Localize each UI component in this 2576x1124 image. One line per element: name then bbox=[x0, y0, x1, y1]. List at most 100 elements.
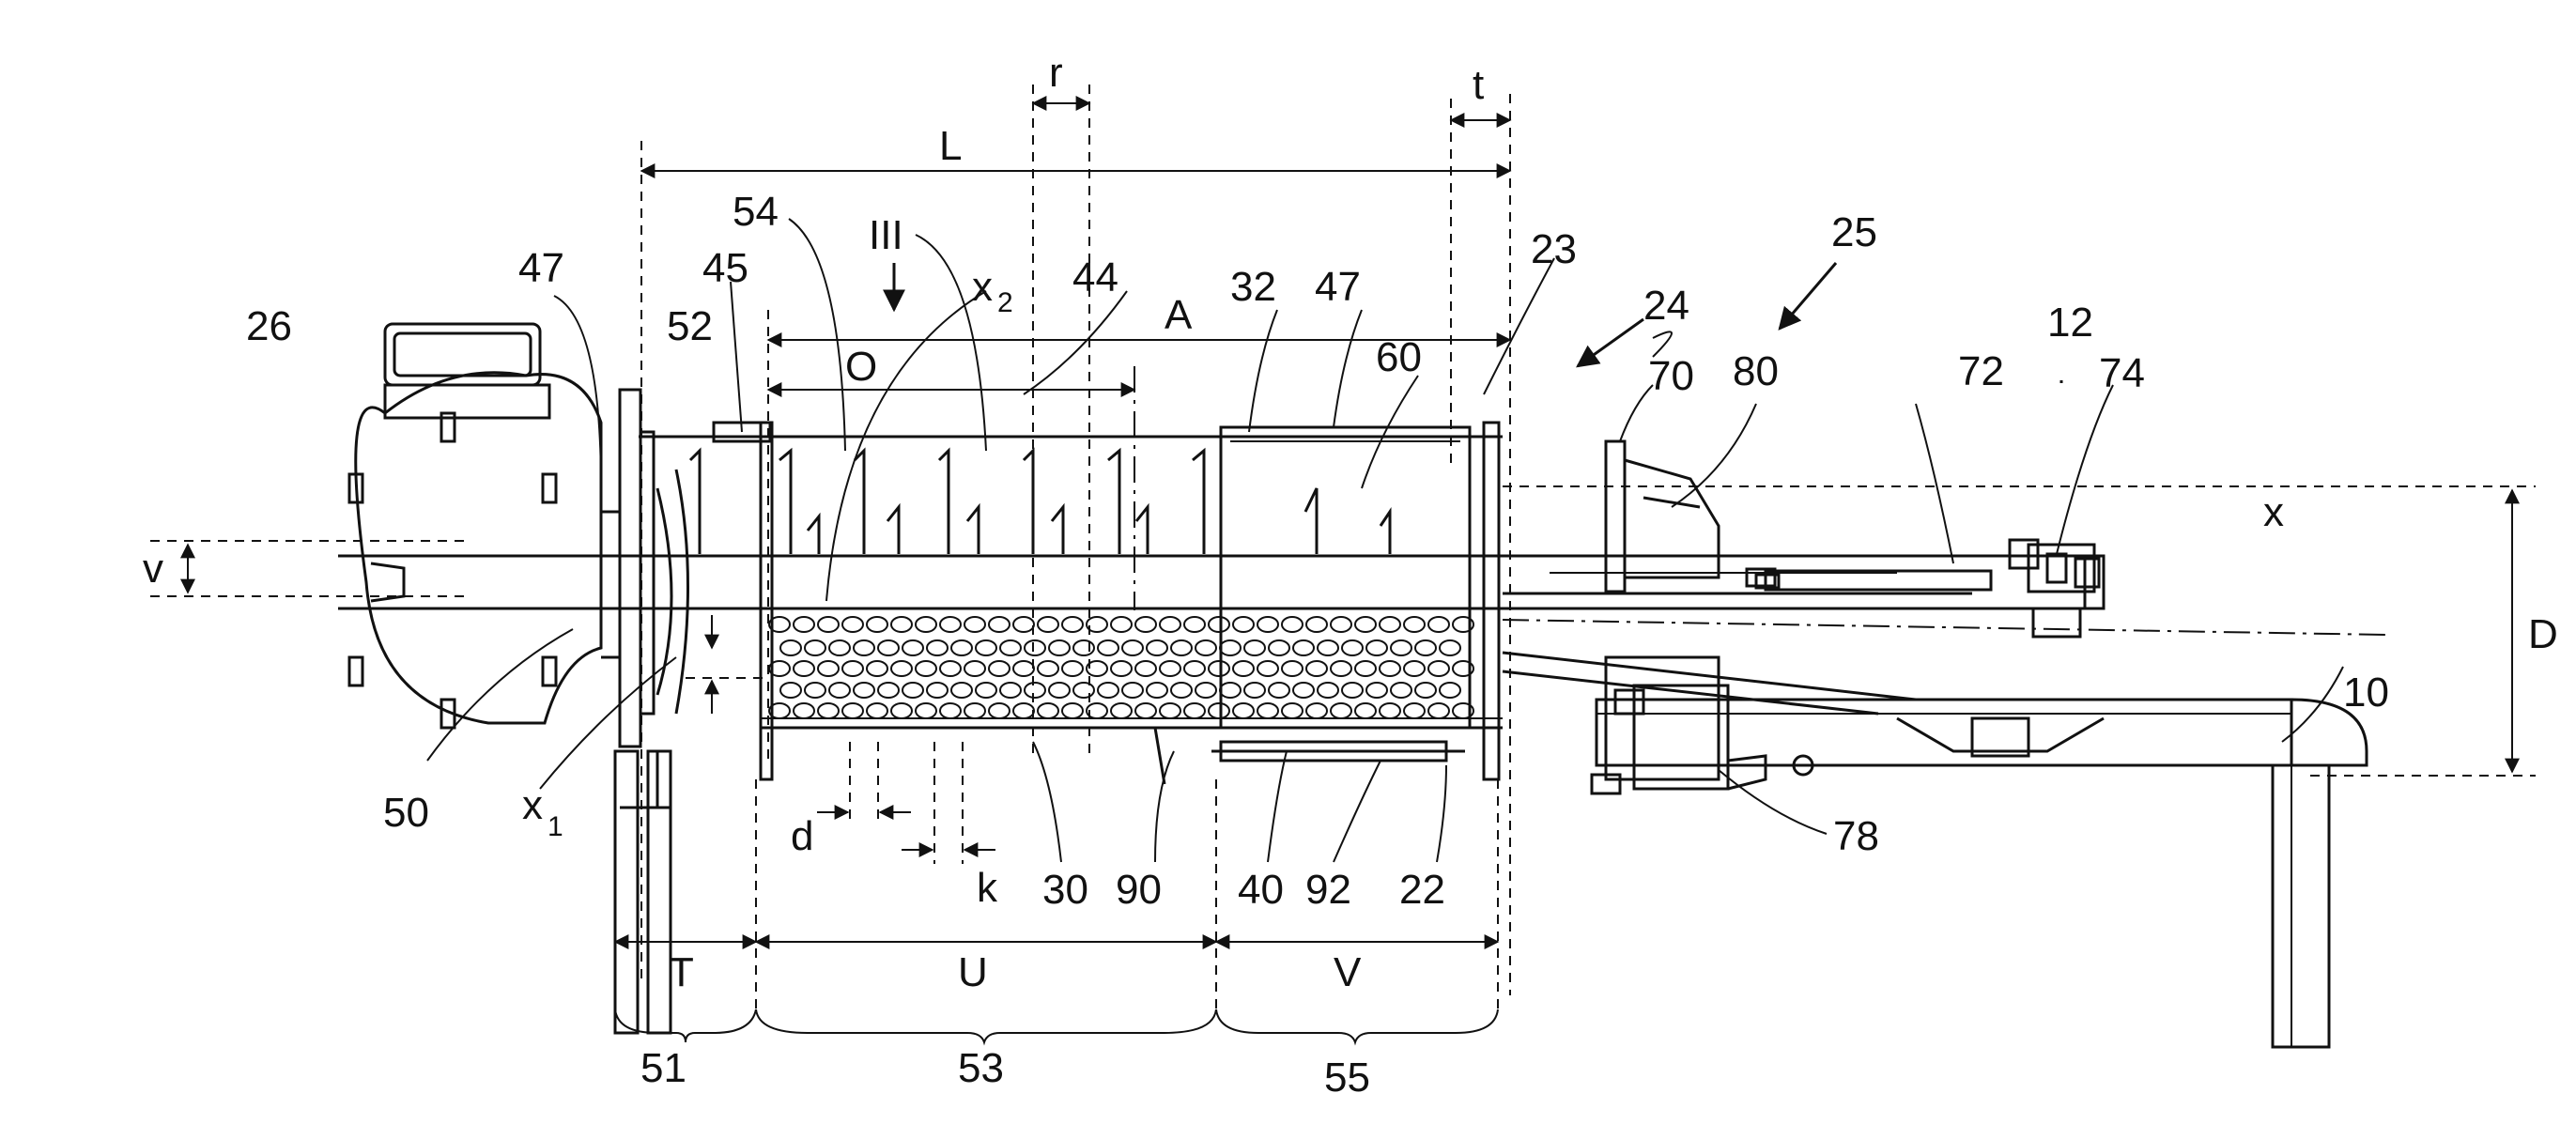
label-v: v bbox=[143, 546, 163, 592]
screen-hole bbox=[1355, 617, 1376, 632]
screen-hole bbox=[1380, 703, 1400, 718]
screen-hole bbox=[878, 683, 899, 698]
label-x2: x bbox=[972, 264, 993, 310]
screen-hole bbox=[976, 683, 996, 698]
label-T: T bbox=[669, 949, 694, 995]
screen-hole bbox=[1244, 683, 1265, 698]
screen-hole bbox=[1282, 617, 1303, 632]
screen-hole bbox=[1282, 661, 1303, 676]
label-V: V bbox=[1334, 949, 1362, 995]
screen-hole bbox=[867, 703, 887, 718]
label-k: k bbox=[977, 865, 998, 911]
screen-hole bbox=[1062, 617, 1083, 632]
right-assembly bbox=[1592, 441, 2099, 793]
label-24: 24 bbox=[1643, 283, 1689, 329]
reference-labels: 26 47 45 52 54 III x 2 44 A O L r t 32 4… bbox=[143, 50, 2558, 1101]
screen-hole bbox=[1135, 661, 1156, 676]
label-80: 80 bbox=[1733, 348, 1779, 394]
screen-hole bbox=[1220, 640, 1241, 655]
screen-hole bbox=[1073, 640, 1094, 655]
screen-hole bbox=[1404, 703, 1425, 718]
label-L: L bbox=[939, 123, 962, 169]
label-54: 54 bbox=[733, 189, 779, 235]
screen-hole bbox=[794, 661, 814, 676]
screen-hole bbox=[891, 661, 912, 676]
screen-hole bbox=[1306, 703, 1327, 718]
screen-hole bbox=[1404, 661, 1425, 676]
screen-hole bbox=[976, 640, 996, 655]
screen-hole bbox=[1244, 640, 1265, 655]
screen-hole bbox=[989, 617, 1010, 632]
screen-hole bbox=[854, 683, 874, 698]
label-70: 70 bbox=[1648, 353, 1694, 399]
label-60: 60 bbox=[1376, 334, 1422, 380]
screen-hole bbox=[1098, 683, 1118, 698]
label-III: III bbox=[869, 212, 903, 258]
screen-hole bbox=[916, 661, 936, 676]
screen-hole bbox=[1062, 661, 1083, 676]
screen-hole bbox=[1380, 617, 1400, 632]
screen-hole bbox=[916, 703, 936, 718]
braces bbox=[615, 1009, 1498, 1042]
label-72: 72 bbox=[1958, 348, 2004, 394]
screen-hole bbox=[1355, 661, 1376, 676]
screen-hole bbox=[1038, 617, 1058, 632]
screen-hole bbox=[1391, 640, 1411, 655]
screen-hole bbox=[878, 640, 899, 655]
screen-hole bbox=[1209, 661, 1229, 676]
label-d: d bbox=[791, 813, 813, 859]
screen-hole bbox=[1000, 640, 1021, 655]
screen-hole bbox=[964, 661, 985, 676]
screen-hole bbox=[891, 703, 912, 718]
support-frame bbox=[615, 653, 2367, 1047]
screen-hole bbox=[818, 703, 839, 718]
label-x1-sub: 1 bbox=[548, 811, 563, 842]
label-32: 32 bbox=[1230, 264, 1276, 310]
screen-hole bbox=[1062, 703, 1083, 718]
screen-hole bbox=[1342, 683, 1363, 698]
screen-hole bbox=[1428, 703, 1449, 718]
screen-hole bbox=[829, 640, 850, 655]
label-44: 44 bbox=[1072, 254, 1118, 300]
screen-hole bbox=[964, 703, 985, 718]
screen-hole bbox=[1025, 640, 1045, 655]
screen-hole bbox=[1209, 617, 1229, 632]
screen-hole bbox=[805, 640, 825, 655]
label-26: 26 bbox=[246, 303, 292, 349]
screen-hole bbox=[1184, 703, 1205, 718]
screen-hole bbox=[1380, 661, 1400, 676]
screen-hole bbox=[1233, 617, 1254, 632]
screen-hole bbox=[1318, 683, 1338, 698]
screen-hole bbox=[1233, 703, 1254, 718]
label-92: 92 bbox=[1305, 867, 1351, 913]
screen-hole bbox=[1342, 640, 1363, 655]
screen-hole bbox=[1306, 617, 1327, 632]
screen-hole bbox=[1171, 683, 1192, 698]
label-45: 45 bbox=[702, 245, 748, 291]
screen-hole bbox=[1000, 683, 1021, 698]
screen-hole bbox=[1135, 703, 1156, 718]
screen-hole bbox=[1209, 703, 1229, 718]
screen-hole bbox=[1111, 661, 1132, 676]
screen-hole bbox=[1038, 661, 1058, 676]
screen-hole bbox=[1038, 703, 1058, 718]
screen-hole bbox=[1184, 617, 1205, 632]
perforated-screen bbox=[769, 617, 1473, 718]
screen-hole bbox=[1098, 640, 1118, 655]
screen-hole bbox=[842, 661, 863, 676]
label-25: 25 bbox=[1831, 209, 1877, 255]
screen-hole bbox=[1391, 683, 1411, 698]
screen-hole bbox=[1257, 617, 1278, 632]
screen-hole bbox=[1013, 617, 1034, 632]
screen-hole bbox=[1122, 640, 1143, 655]
screen-hole bbox=[940, 703, 961, 718]
screen-hole bbox=[794, 617, 814, 632]
motor bbox=[349, 324, 620, 728]
screen-hole bbox=[1111, 703, 1132, 718]
screen-hole bbox=[902, 683, 923, 698]
label-53: 53 bbox=[958, 1045, 1004, 1091]
screen-hole bbox=[989, 703, 1010, 718]
screen-hole bbox=[1160, 703, 1180, 718]
screen-hole bbox=[1049, 683, 1070, 698]
